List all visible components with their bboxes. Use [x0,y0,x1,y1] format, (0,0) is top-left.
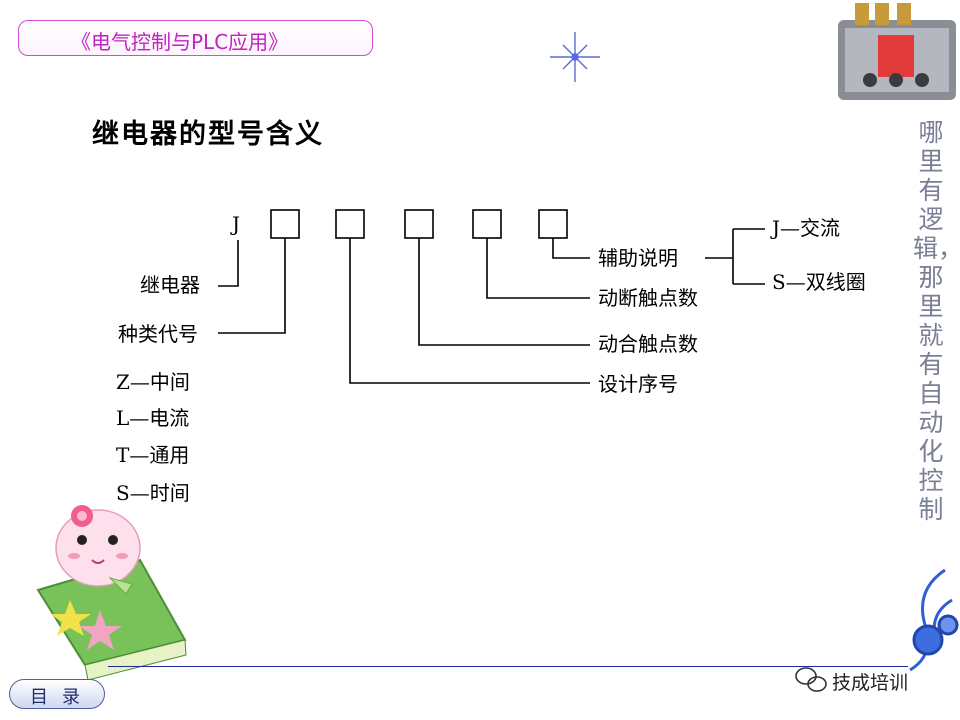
auxiliary-label: 辅助说明 [598,246,678,270]
type-code-label: 种类代号 [118,322,198,346]
sparkle-icon [550,32,600,82]
code-box-5 [538,209,568,239]
auxiliary-option: S—双线圈 [772,270,866,294]
relay-label: 继电器 [140,273,200,297]
menu-button-label: 目录 [30,687,94,708]
auxiliary-connector [552,238,590,259]
wechat-icon [795,667,827,692]
type-code-item: Z—中间 [116,370,190,394]
code-box-2 [335,209,365,239]
auxiliary-option: J—交流 [772,216,841,240]
table-of-contents-button[interactable]: 目录 [9,679,105,709]
no-contacts-connector [418,238,590,346]
design-serial-connector [349,238,590,384]
auxiliary-bracket [705,228,765,285]
nc-contacts-connector [486,238,590,299]
design-serial-label: 设计序号 [598,372,678,396]
type-code-item: S—时间 [116,481,190,505]
slide-title: 继电器的型号含义 [92,119,324,150]
course-title: 《电气控制与PLC应用》 [71,30,289,54]
footer-divider [108,666,908,667]
sidebar-slogan: 哪里有逻辑，那里就有自动化控制 [913,118,960,524]
relay-connector [218,240,239,287]
course-title-box: 《电气控制与PLC应用》 [18,20,373,56]
type-code-item: L—电流 [116,406,190,430]
thermal-relay-icon [838,3,956,100]
type-code-connector [218,238,286,334]
model-prefix: J [232,212,241,236]
model-code-diagram [218,209,765,384]
watermark: 技成培训 [832,672,909,694]
nc-contacts-label: 动断触点数 [598,286,698,310]
cartoon-character-icon [36,505,187,681]
code-box-3 [404,209,434,239]
no-contacts-label: 动合触点数 [598,332,698,356]
code-box-4 [472,209,502,239]
type-code-item: T—通用 [116,443,190,467]
code-box-1 [270,209,300,239]
swirl-ornament-icon [909,568,959,672]
